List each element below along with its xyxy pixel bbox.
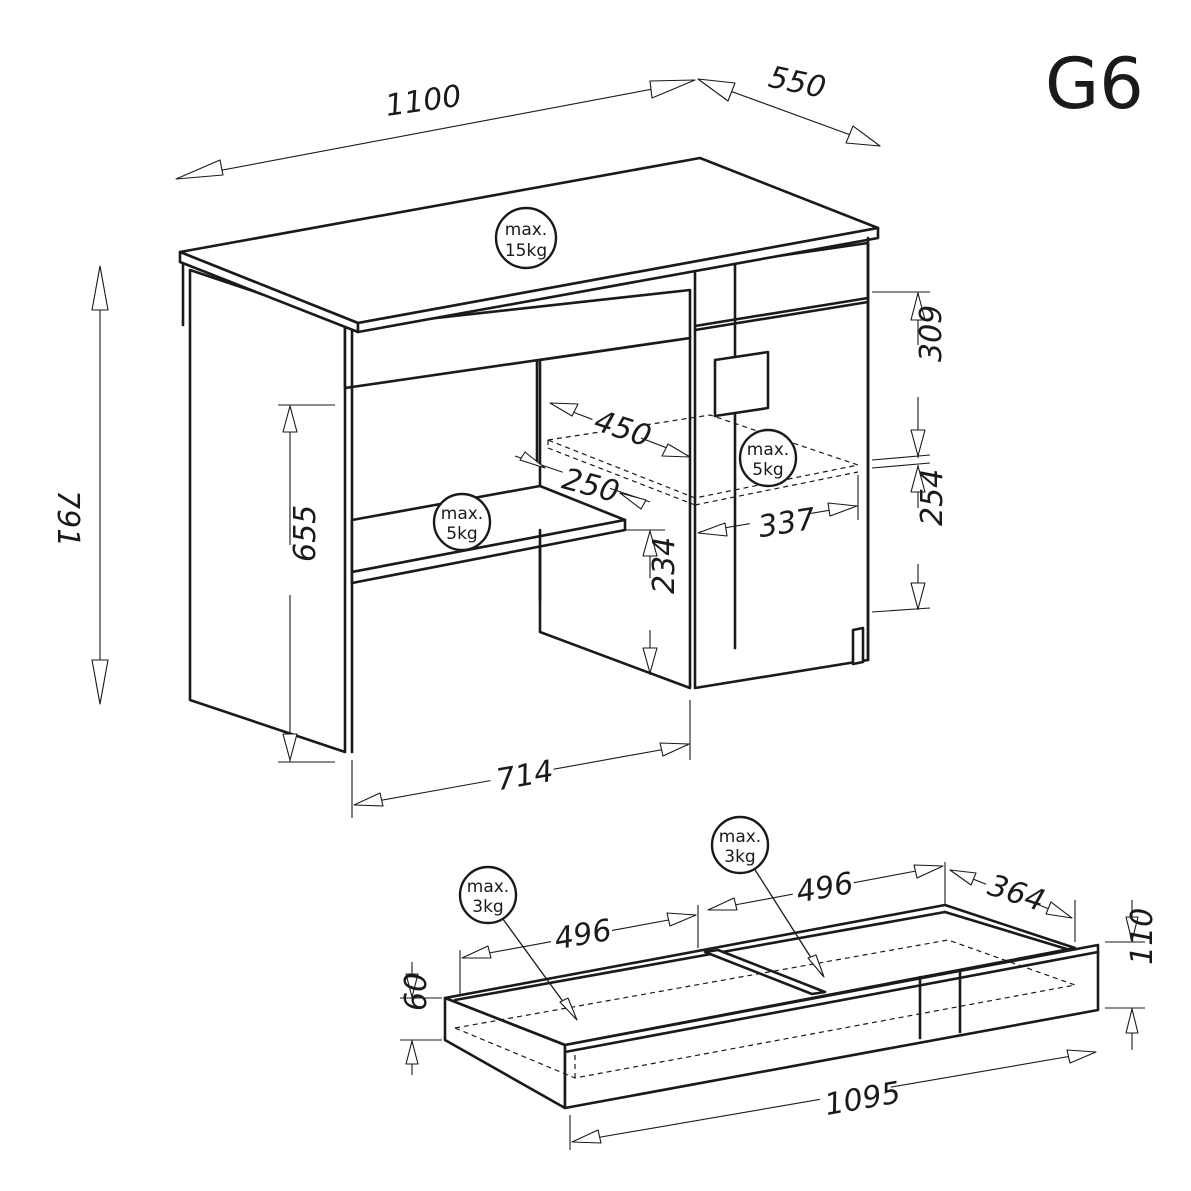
dim-cabinet-leg-height: 234 xyxy=(647,537,682,594)
drawer-dimensions: 496 496 364 110 60 xyxy=(399,862,1160,1150)
arrow-head xyxy=(910,292,926,321)
dim-drawer-depth: 364 xyxy=(984,868,1049,919)
badge-cabinet-shelf-load: max. 5kg xyxy=(738,428,798,488)
arrow-head xyxy=(1125,1008,1139,1034)
drawer-divider xyxy=(703,948,827,996)
dim-desk-height: 791 xyxy=(50,490,85,547)
arrow-head xyxy=(910,429,926,457)
arrow-head xyxy=(913,864,944,879)
arrow-head xyxy=(619,492,647,510)
desk-apron xyxy=(343,288,692,390)
arrow-head xyxy=(910,465,926,493)
arrow-head xyxy=(666,912,697,927)
cabinet-shelf-outline xyxy=(545,414,861,499)
arrow-head xyxy=(707,897,738,911)
arrow-head xyxy=(661,443,691,458)
svg-text:max.: max. xyxy=(441,504,483,524)
svg-text:max.: max. xyxy=(719,827,761,847)
svg-text:max.: max. xyxy=(747,440,789,460)
dim-cabinet-top: 309 xyxy=(914,305,949,362)
arrow-head xyxy=(405,973,419,998)
arrow-head xyxy=(697,522,728,537)
dim-drawer-left-section: 496 xyxy=(552,913,614,957)
arrow-head xyxy=(807,954,825,978)
arrow-head xyxy=(549,402,579,417)
arrow-head xyxy=(519,451,546,469)
dim-drawer-height: 110 xyxy=(1125,908,1160,965)
dim-drawer-right-section: 496 xyxy=(794,866,856,910)
desk-dimensions: 1100 550 791 655 309 254 xyxy=(50,60,950,818)
arrow-head xyxy=(353,792,384,807)
svg-text:15kg: 15kg xyxy=(505,241,547,261)
arrow-head xyxy=(642,530,658,557)
cabinet-drawer-line xyxy=(693,300,870,332)
arrow-head xyxy=(559,997,578,1021)
dim-desk-width: 1100 xyxy=(383,79,463,124)
arrow-head xyxy=(697,78,736,102)
dim-cabinet-bottom: 254 xyxy=(915,469,950,526)
arrow-head xyxy=(1066,1049,1097,1064)
arrow-head xyxy=(175,159,224,180)
dim-knee-height: 655 xyxy=(288,505,323,562)
arrow-head xyxy=(1125,916,1139,942)
arrow-head xyxy=(827,502,858,517)
model-label: G6 xyxy=(1045,43,1144,125)
arrow-head xyxy=(649,79,696,99)
arrow-head xyxy=(461,945,492,959)
svg-text:3kg: 3kg xyxy=(472,897,503,917)
arrow-head xyxy=(282,733,298,761)
svg-text:max.: max. xyxy=(467,877,509,897)
arrow-head xyxy=(949,869,977,886)
drawer-drawing xyxy=(443,903,1100,1110)
door-handle xyxy=(713,350,770,418)
arrow-head xyxy=(659,742,690,757)
arrow-head xyxy=(845,125,881,147)
arrow-head xyxy=(91,659,109,705)
badge-drawer-right-load: max. 3kg xyxy=(710,815,770,875)
svg-text:max.: max. xyxy=(505,220,547,240)
badge-keyboard-shelf-load: max. 5kg xyxy=(432,492,492,552)
dim-desk-depth: 550 xyxy=(765,60,828,106)
svg-text:5kg: 5kg xyxy=(752,460,783,480)
arrow-head xyxy=(91,265,109,311)
dim-drawer-length: 1095 xyxy=(822,1075,903,1123)
arrow-head xyxy=(571,1129,602,1144)
svg-text:5kg: 5kg xyxy=(446,524,477,544)
dim-drawer-inner-height: 60 xyxy=(399,973,434,1011)
arrow-head xyxy=(1045,901,1073,919)
badge-top-load: max. 15kg xyxy=(494,206,558,270)
badge-drawer-left-load: max. 3kg xyxy=(458,865,518,925)
svg-text:3kg: 3kg xyxy=(724,847,755,867)
arrow-head xyxy=(405,1040,419,1065)
arrow-head xyxy=(642,647,658,674)
dim-knee-width: 714 xyxy=(494,754,556,798)
cabinet-leg xyxy=(851,626,865,666)
arrow-head xyxy=(282,405,298,433)
arrow-head xyxy=(910,582,926,610)
